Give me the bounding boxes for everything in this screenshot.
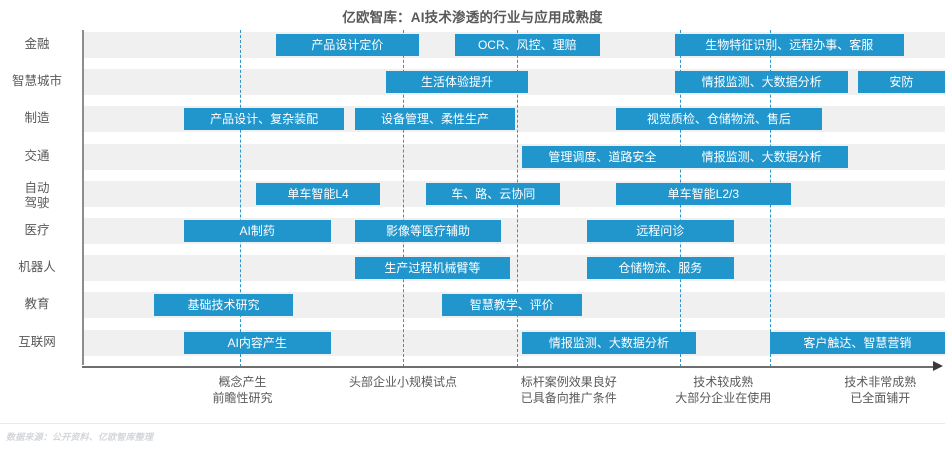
source-note: 数据来源：公开资料、亿欧智库整理 [6, 432, 154, 442]
bar-3-3[interactable]: 视觉质检、仓储物流、售后 [616, 108, 822, 131]
stage-label-5: 技术非常成熟已全面铺开 [790, 374, 945, 406]
stage-label-line2: 前瞻性研究 [212, 391, 273, 405]
bar-1-3[interactable]: 生物特征识别、远程办事、客服 [674, 34, 904, 56]
gridline-2 [403, 30, 405, 367]
bar-5-2[interactable]: 车、路、云协同 [426, 182, 561, 205]
category-label-4: 交通 [0, 149, 74, 164]
stage-label-4: 技术较成熟大部分企业在使用 [633, 374, 813, 406]
stage-label-line2: 大部分企业在使用 [675, 391, 772, 405]
y-axis-line [82, 30, 84, 365]
bar-4-1[interactable]: 管理调度、道路安全 [522, 145, 683, 168]
x-axis-arrow-icon [933, 361, 943, 371]
stage-label-line2: 已具备向推广条件 [520, 391, 617, 405]
category-label-line1: 交通 [24, 148, 50, 163]
stage-label-2: 头部企业小规模试点 [313, 374, 493, 390]
gridline-1 [239, 30, 241, 367]
bar-2-2[interactable]: 情报监测、大数据分析 [674, 71, 849, 94]
stage-label-line2: 已全面铺开 [850, 391, 911, 405]
bar-1-2[interactable]: OCR、风控、理赔 [454, 34, 600, 56]
category-label-line1: 制造 [24, 111, 50, 126]
category-label-5: 自动驾驶 [0, 181, 74, 211]
footer-divider [0, 423, 945, 424]
bar-7-2[interactable]: 仓储物流、服务 [586, 257, 734, 280]
stage-label-1: 概念产生前瞻性研究 [153, 374, 333, 406]
row-band [84, 255, 945, 282]
bar-6-1[interactable]: AI制药 [183, 220, 331, 242]
bar-3-1[interactable]: 产品设计、复杂装配 [183, 108, 345, 131]
bar-9-1[interactable]: AI内容产生 [183, 331, 331, 354]
category-label-1: 金融 [0, 37, 74, 52]
category-label-line1: 互联网 [18, 334, 56, 349]
bar-8-1[interactable]: 基础技术研究 [153, 294, 294, 317]
category-label-line1: 机器人 [18, 260, 56, 275]
bar-9-2[interactable]: 情报监测、大数据分析 [522, 331, 696, 354]
bar-6-2[interactable]: 影像等医疗辅助 [354, 220, 502, 242]
bar-6-3[interactable]: 远程问诊 [586, 220, 734, 242]
stage-label-line1: 技术非常成熟 [844, 375, 917, 389]
category-label-9: 互联网 [0, 335, 74, 350]
bar-5-3[interactable]: 单车智能L2/3 [616, 182, 791, 205]
stage-label-line1: 技术较成熟 [693, 375, 754, 389]
bar-2-1[interactable]: 生活体验提升 [385, 71, 529, 94]
stage-label-line1: 概念产生 [218, 375, 267, 389]
bar-4-2[interactable]: 情报监测、大数据分析 [674, 145, 849, 168]
bar-2-3[interactable]: 安防 [857, 71, 945, 94]
category-label-line1: 智慧城市 [11, 74, 62, 89]
stage-label-line1: 头部企业小规模试点 [349, 375, 458, 389]
category-label-line1: 医疗 [24, 223, 50, 237]
bar-5-1[interactable]: 单车智能L4 [256, 182, 380, 205]
category-label-7: 机器人 [0, 260, 74, 275]
category-label-line1: 金融 [24, 37, 50, 51]
x-axis-line [82, 366, 935, 368]
bar-3-2[interactable]: 设备管理、柔性生产 [354, 108, 516, 131]
bar-9-3[interactable]: 客户触达、智慧营销 [769, 331, 945, 354]
stage-label-3: 标杆案例效果良好已具备向推广条件 [479, 374, 659, 406]
bar-8-2[interactable]: 智慧教学、评价 [441, 294, 582, 317]
bar-1-1[interactable]: 产品设计定价 [276, 34, 419, 56]
category-label-6: 医疗 [0, 223, 74, 238]
stage-label-line1: 标杆案例效果良好 [520, 375, 617, 389]
page-title: 亿欧智库：AI技术渗透的行业与应用成熟度 [342, 10, 603, 25]
category-label-line1: 教育 [24, 297, 50, 312]
category-label-2: 智慧城市 [0, 74, 74, 89]
category-label-line1: 自动 [24, 180, 50, 195]
category-label-3: 制造 [0, 111, 74, 126]
category-label-8: 教育 [0, 297, 74, 312]
bar-7-1[interactable]: 生产过程机械臂等 [354, 257, 511, 280]
category-label-line2: 驾驶 [24, 195, 50, 210]
